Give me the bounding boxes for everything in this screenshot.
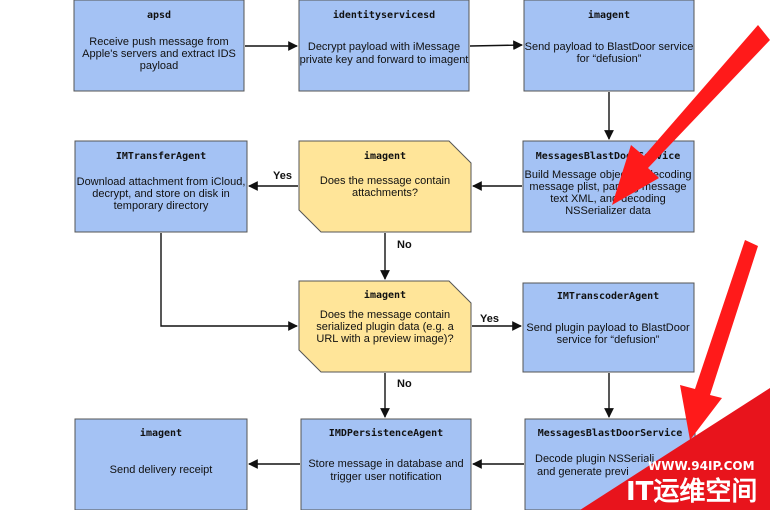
edge-label-yes: Yes xyxy=(273,170,292,182)
node-imdpersistenceagent: IMDPersistenceAgent Store message in dat… xyxy=(300,418,472,510)
watermark-banner xyxy=(580,388,770,510)
edge-identityservicesd-to-imagent xyxy=(469,40,523,51)
watermark-url: WWW.94IP.COM xyxy=(648,459,755,473)
decision-attachments: imagent Does the message contain attachm… xyxy=(298,140,472,233)
node-text-line: Store message in database and xyxy=(308,458,463,470)
node-title: imagent xyxy=(140,427,182,439)
node-identityservicesd: identityservicesd Decrypt payload with i… xyxy=(298,0,470,92)
node-title: imagent xyxy=(364,150,406,162)
node-apsd: apsd Receive push message from Apple's s… xyxy=(73,0,245,92)
node-text-line: attachments? xyxy=(352,187,418,199)
node-text-line: Send delivery receipt xyxy=(110,464,213,476)
edge-label-no: No xyxy=(397,239,412,251)
node-imtransferagent: IMTransferAgent Download attachment from… xyxy=(74,140,248,233)
node-title: IMTransferAgent xyxy=(116,151,206,162)
node-title: imagent xyxy=(364,289,406,301)
node-text-line: Decode plugin NSSeriali xyxy=(535,453,654,465)
node-title: IMTranscoderAgent xyxy=(557,291,659,302)
node-text-line: for “defusion” xyxy=(577,53,642,65)
node-text-line: Send payload to BlastDoor service xyxy=(525,41,694,53)
node-text-line: message plist, parsing message xyxy=(529,181,686,193)
watermark: WWW.94IP.COM IT运维空间 xyxy=(580,388,770,510)
node-text-line: trigger user notification xyxy=(330,471,441,483)
node-imagent-top: imagent Send payload to BlastDoor servic… xyxy=(523,0,695,92)
red-pointer-arrow-top xyxy=(612,25,770,205)
node-title: imagent xyxy=(588,9,630,21)
watermark-text: IT运维空间 xyxy=(626,476,757,507)
node-title: IMDPersistenceAgent xyxy=(329,427,443,439)
node-text-line: Does the message contain xyxy=(320,309,450,321)
node-text-line: Decrypt payload with iMessage xyxy=(308,41,460,53)
node-title: apsd xyxy=(147,10,171,21)
node-text-line: service for “defusion” xyxy=(557,334,660,346)
node-imagent-receipt: imagent Send delivery receipt xyxy=(74,418,248,510)
node-text-line: text XML, and decoding xyxy=(550,193,666,205)
node-title: MessagesBlastDoorService xyxy=(538,427,683,439)
node-text-line: decrypt, and store on disk in xyxy=(92,188,230,200)
edge-label-no: No xyxy=(397,378,412,390)
node-text-line: Apple's servers and extract IDS xyxy=(82,48,236,60)
node-text-line: Download attachment from iCloud, xyxy=(77,176,246,188)
node-text-line: Send plugin payload to BlastDoor xyxy=(526,322,690,334)
node-text-line: URL with a preview image)? xyxy=(316,333,453,345)
decision-plugin-data: imagent Does the message contain seriali… xyxy=(298,280,472,373)
node-imtranscoderagent: IMTranscoderAgent Send plugin payload to… xyxy=(522,282,695,373)
red-pointer-arrow-bottom xyxy=(680,240,758,440)
edge-imtransferagent-to-plugin-decision xyxy=(160,233,298,331)
node-text-line: serialized plugin data (e.g. a xyxy=(316,321,454,333)
node-text-line: Receive push message from xyxy=(89,36,228,48)
connectors xyxy=(160,40,614,469)
node-messagesblastdoorservice-1: MessagesBlastDoorService Build Message o… xyxy=(522,140,695,233)
node-text-line: and generate previ xyxy=(537,466,629,478)
node-title: identityservicesd xyxy=(333,9,435,21)
node-text-line: NSSerializer data xyxy=(565,205,651,217)
node-text-line: private key and forward to imagent xyxy=(300,54,469,66)
edge-label-yes: Yes xyxy=(480,313,499,325)
node-text-line: Build Message object by decoding xyxy=(525,169,692,181)
node-text-line: payload xyxy=(140,60,179,72)
node-text-line: Does the message contain xyxy=(320,175,450,187)
node-text-line: temporary directory xyxy=(114,200,209,212)
